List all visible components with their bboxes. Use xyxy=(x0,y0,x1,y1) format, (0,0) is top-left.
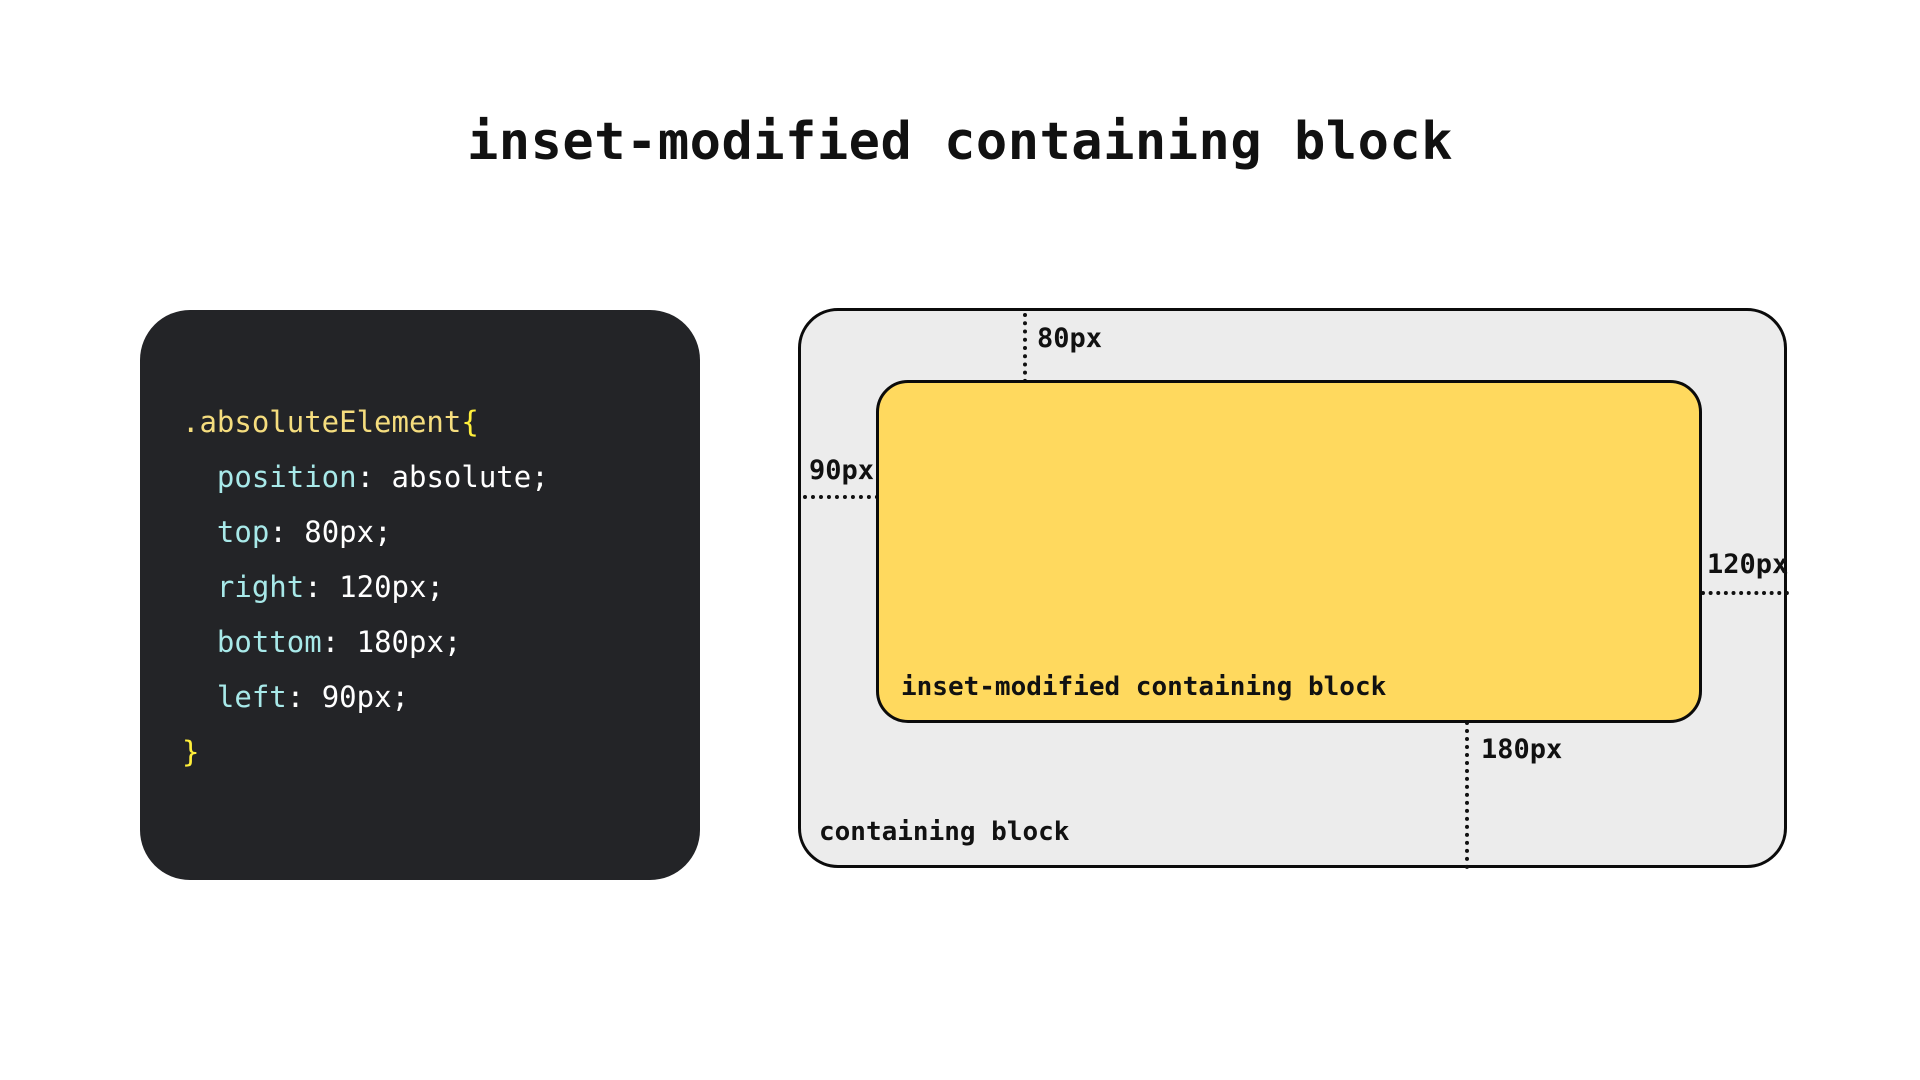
code-line-left: left: 90px; xyxy=(182,670,700,725)
code-indent xyxy=(182,460,217,494)
css-open-brace: { xyxy=(461,405,479,439)
css-colon: : xyxy=(304,570,340,604)
measure-right-label: 120px xyxy=(1707,549,1789,580)
code-line-top: top: 80px; xyxy=(182,505,700,560)
css-value-right: 120px; xyxy=(339,570,444,604)
css-property-right: right xyxy=(216,570,305,604)
css-colon: : xyxy=(269,515,305,549)
css-colon: : xyxy=(321,625,357,659)
css-close-brace: } xyxy=(182,735,200,769)
code-indent xyxy=(182,680,217,714)
css-property-top: top xyxy=(216,515,270,549)
page-title: inset-modified containing block xyxy=(466,112,1453,172)
css-selector: .absoluteElement xyxy=(182,405,462,439)
css-property-left: left xyxy=(216,680,287,714)
code-line-bottom: bottom: 180px; xyxy=(182,615,700,670)
css-colon: : xyxy=(356,460,392,494)
measure-bottom-guide-line xyxy=(1465,721,1469,869)
measure-right-guide-line xyxy=(1701,591,1789,595)
css-value-position: absolute; xyxy=(391,460,549,494)
code-line-position: position: absolute; xyxy=(182,450,700,505)
code-indent xyxy=(182,515,217,549)
css-value-top: 80px; xyxy=(304,515,392,549)
measure-left-guide-line xyxy=(803,495,879,499)
inset-block-label: inset-modified containing block xyxy=(901,672,1387,702)
code-indent xyxy=(182,625,217,659)
code-snippet-panel: .absoluteElement{ position: absolute; to… xyxy=(140,310,700,880)
css-value-left: 90px; xyxy=(321,680,409,714)
code-line-selector: .absoluteElement{ xyxy=(182,395,700,450)
css-property-position: position xyxy=(216,460,357,494)
measure-top-guide-line xyxy=(1023,313,1027,383)
containing-block-box: 80px 90px 120px 180px inset-modified con… xyxy=(798,308,1789,869)
inset-modified-containing-block-box: inset-modified containing block xyxy=(876,380,1702,723)
code-line-right: right: 120px; xyxy=(182,560,700,615)
css-colon: : xyxy=(286,680,322,714)
measure-bottom-label: 180px xyxy=(1481,734,1563,765)
code-line-close: } xyxy=(182,725,700,780)
css-property-bottom: bottom xyxy=(216,625,322,659)
measure-top-label: 80px xyxy=(1037,323,1103,354)
css-value-bottom: 180px; xyxy=(356,625,462,659)
containing-block-label: containing block xyxy=(819,817,1070,847)
code-indent xyxy=(182,570,217,604)
box-model-diagram: 80px 90px 120px 180px inset-modified con… xyxy=(798,308,1790,872)
measure-left-label: 90px xyxy=(809,455,875,486)
